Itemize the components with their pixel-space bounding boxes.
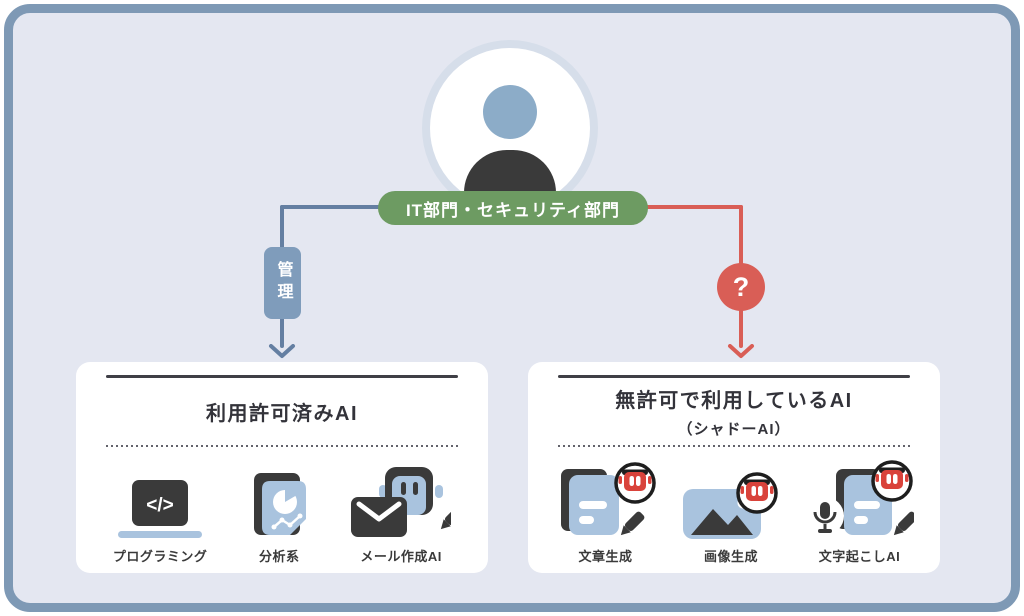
list-item: 画像生成	[683, 459, 779, 565]
question-mark: ?	[732, 271, 750, 302]
arrow-down-icon	[728, 344, 754, 358]
mail-robot-icon	[351, 467, 452, 537]
list-item: 分析系	[244, 459, 314, 565]
svg-text:</>: </>	[146, 495, 173, 516]
actor-label-pill: IT部門・セキュリティ部門	[378, 191, 648, 225]
item-label: プログラミング	[112, 549, 208, 564]
list-item: </> プログラミング	[113, 459, 208, 565]
card-dotted-rule	[106, 445, 458, 447]
card-dotted-rule	[558, 445, 910, 447]
list-item: 文字起こしAI	[805, 459, 914, 565]
item-label: 画像生成	[703, 549, 758, 564]
avatar	[430, 48, 590, 208]
item-label: メール作成AI	[360, 549, 442, 564]
image-generation-icon	[683, 472, 778, 539]
card-top-rule	[106, 375, 458, 378]
text-generation-icon	[560, 462, 656, 539]
transcription-ai-icon	[805, 460, 914, 539]
shadow-card-title: 無許可で利用しているAI	[615, 390, 853, 412]
approved-card-title: 利用許可済みAI	[206, 403, 358, 425]
list-item: 文章生成	[555, 459, 657, 565]
managed-branch-label: 管理	[264, 247, 301, 319]
actor-label: IT部門・セキュリティ部門	[405, 200, 621, 220]
card-top-rule	[558, 375, 910, 378]
item-label: 分析系	[258, 549, 300, 564]
laptop-code-icon: </>	[118, 480, 203, 538]
arrow-down-icon	[269, 344, 295, 358]
connector-right-horizontal	[640, 205, 743, 209]
shadow-card-subtitle: （シャドーAI）	[677, 421, 791, 438]
item-label: 文章生成	[578, 549, 633, 564]
person-icon	[483, 85, 537, 139]
item-label: 文字起こしAI	[818, 549, 901, 564]
approved-ai-card: 利用許可済みAI </> プログラミング	[76, 362, 488, 573]
analytics-document-icon	[254, 473, 307, 535]
connector-left-horizontal	[280, 205, 388, 209]
question-mark-badge: ?	[717, 263, 765, 311]
list-item: メール作成AI	[351, 459, 452, 565]
manage-text: 管理	[274, 261, 292, 305]
shadow-ai-card: 無許可で利用しているAI （シャドーAI） 文章生成	[528, 362, 940, 573]
